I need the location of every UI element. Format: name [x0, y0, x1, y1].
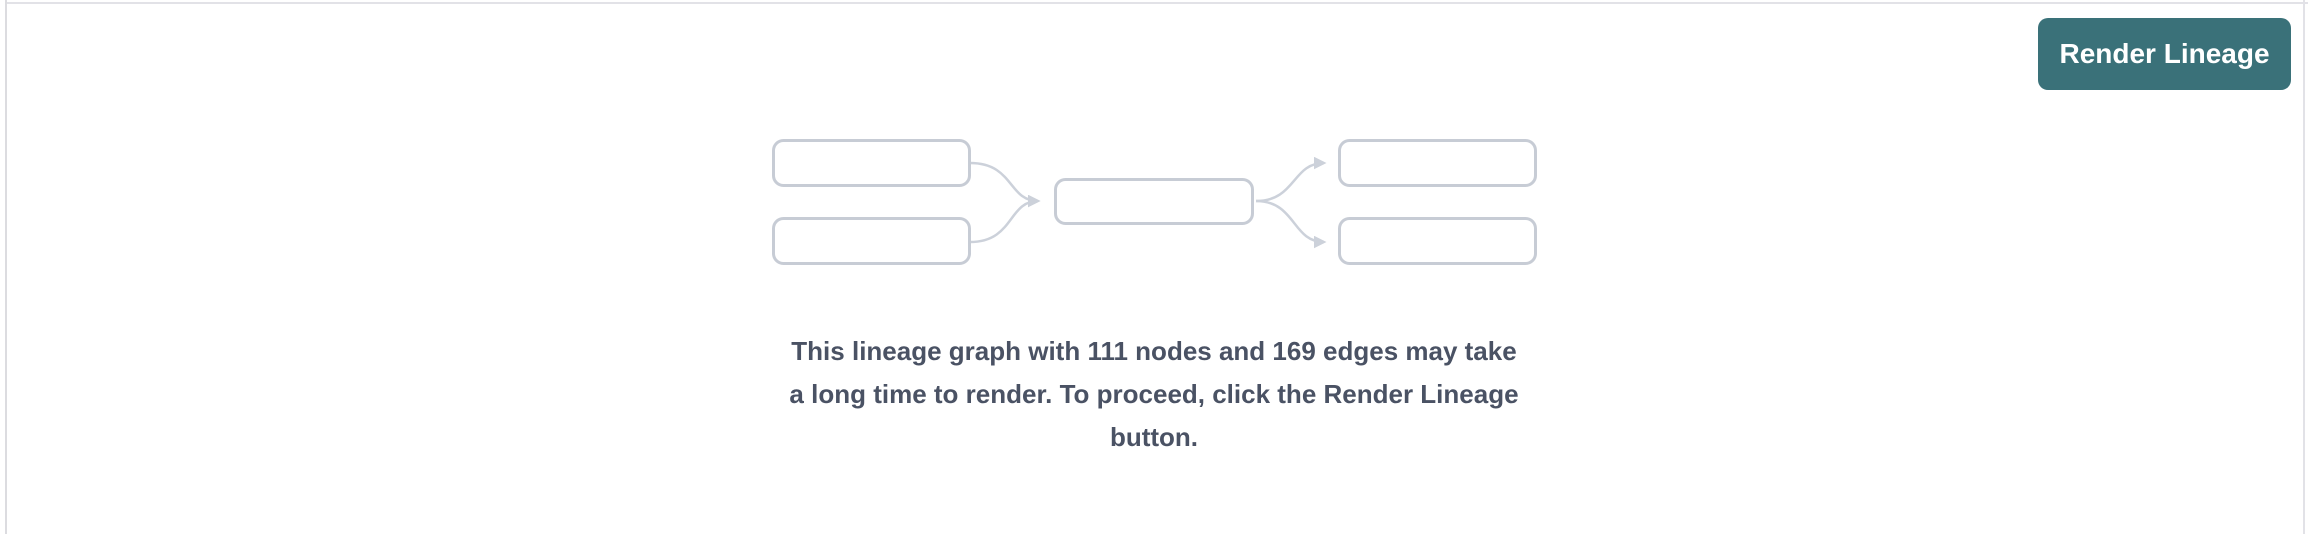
graph-node [1054, 178, 1254, 225]
render-lineage-button[interactable]: Render Lineage [2038, 18, 2291, 90]
graph-edge [1255, 199, 1327, 249]
graph-node [1338, 139, 1537, 187]
graph-edge [969, 194, 1041, 244]
graph-edge [1255, 156, 1327, 203]
panel-right-border [2303, 0, 2305, 534]
message-line: a long time to render. To proceed, click… [789, 379, 1519, 409]
panel-left-border [5, 0, 7, 534]
graph-node [1338, 217, 1537, 265]
message-line: button. [1109, 422, 1199, 452]
graph-node [772, 217, 971, 265]
render-warning-message: This lineage graph with 111 nodes and 16… [654, 330, 1654, 459]
lineage-placeholder-diagram [772, 139, 1537, 265]
graph-node [772, 139, 971, 187]
graph-edge [969, 161, 1041, 208]
message-line: This lineage graph with 111 nodes and 16… [791, 336, 1517, 366]
panel-top-border [6, 2, 2308, 4]
